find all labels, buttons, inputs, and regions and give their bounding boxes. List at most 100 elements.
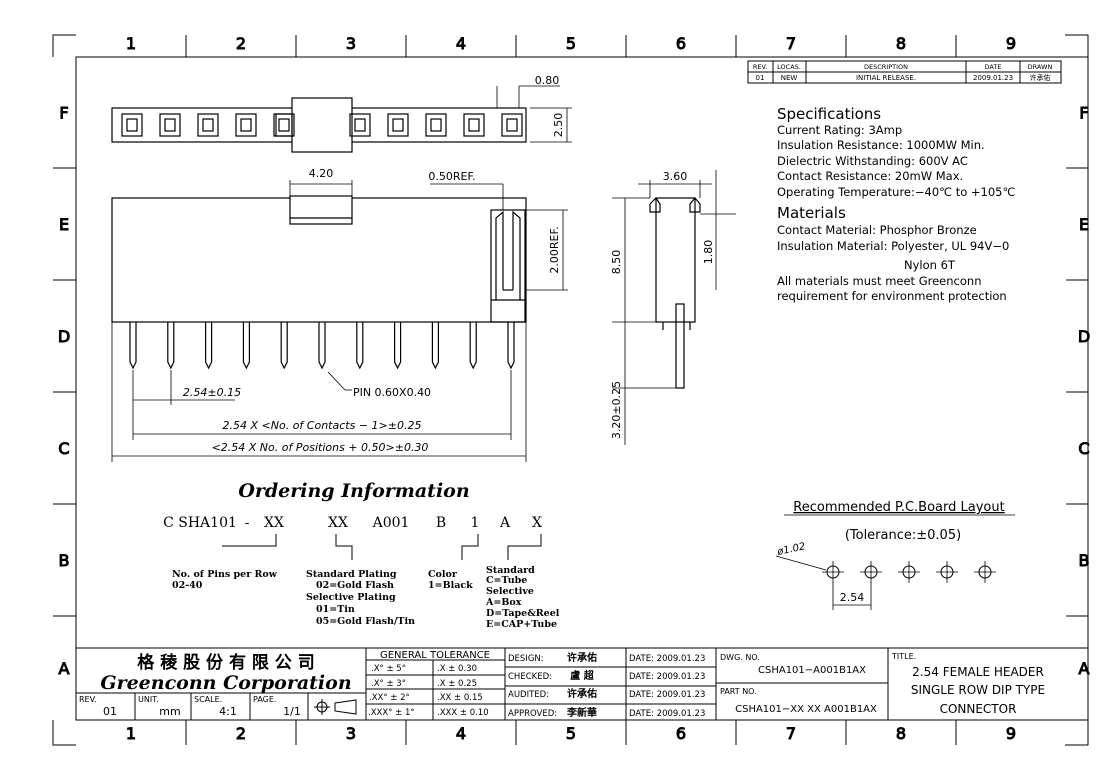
contact-pad-inner [278, 118, 290, 132]
side-view [649, 197, 701, 389]
contact-pad [501, 113, 523, 137]
contact-pad [273, 113, 295, 137]
spec-line: Current Rating: 3Amp [777, 123, 902, 137]
part-code: 1 [471, 515, 480, 531]
zone-row-label: E [59, 215, 69, 234]
signer-name: 许承佑 [567, 651, 597, 664]
dwg-no-value: CSHA101−A001B1AX [758, 665, 866, 676]
front-view-pins [129, 322, 515, 370]
zone-column-label: 3 [346, 34, 356, 53]
contact-pad-inner [240, 118, 252, 132]
zone-column-label: 1 [126, 34, 136, 53]
scale-label: SCALE. [194, 695, 222, 704]
pin-tail [280, 322, 288, 370]
pcb-layout-title: Recommended P.C.Board Layout [793, 500, 1004, 515]
pin-tail [469, 322, 477, 370]
part-code: B [436, 515, 446, 531]
sign-date: DATE: 2009.01.23 [629, 709, 705, 719]
page-value: 1/1 [283, 705, 301, 718]
part-code: XX [328, 515, 348, 531]
part-code: XX [264, 515, 284, 531]
description-header: DESCRIPTION [864, 63, 908, 71]
role-label: AUDITED: [508, 690, 549, 700]
contact-pad [235, 113, 257, 137]
order-note: A=Box [485, 597, 522, 608]
contact-pad-inner [126, 118, 138, 132]
part-code: A [499, 515, 511, 531]
order-note: D=Tape&Reel [486, 608, 560, 619]
drawn-header: DRAWN [1028, 63, 1053, 71]
ordering-information: Ordering Information C SHA101 - XX XX A0… [163, 480, 560, 630]
part-code: C SHA101 [163, 515, 237, 531]
order-note: 01=Tin [316, 604, 355, 615]
description-value: INITIAL RELEASE. [856, 74, 916, 82]
pin-tail [167, 322, 175, 370]
rev-label: REV. [79, 695, 97, 704]
tolerance-angle: .XXX° ± 1° [368, 708, 415, 718]
date-header: DATE [985, 63, 1002, 71]
contact-pad [349, 113, 371, 137]
pin-tail [205, 322, 213, 370]
zone-column-label: 9 [1006, 34, 1016, 53]
zone-row-label: F [59, 104, 68, 123]
part-code: - [245, 515, 250, 531]
sign-date: DATE: 2009.01.23 [629, 654, 705, 664]
dim-ref-050: 0.50REF. [428, 170, 475, 183]
contact-pad-inner [468, 118, 480, 132]
zone-column-label: 2 [236, 724, 246, 743]
zone-column-label: 7 [786, 724, 796, 743]
zone-row-label: A [1079, 659, 1090, 678]
contact-pad-inner [354, 118, 366, 132]
order-note: Standard [486, 565, 535, 576]
title-block [76, 647, 1088, 720]
specifications-heading: Specifications [777, 105, 881, 123]
pcb-hole-size: ø1.02 [775, 541, 806, 558]
specifications: Specifications Current Rating: 3Amp Insu… [777, 105, 1015, 303]
zone-column-label: 2 [236, 34, 246, 53]
zone-column-label: 4 [456, 34, 466, 53]
top-dims [496, 85, 572, 143]
material-line: Insulation Material: Polyester, UL 94V−0 [777, 239, 1009, 253]
drawing-title-line: CONNECTOR [940, 702, 1017, 716]
tolerance-linear: .XX ± 0.15 [437, 693, 483, 703]
zone-column-label: 7 [786, 34, 796, 53]
contact-pad-inner [430, 118, 442, 132]
rev-header: REV. [753, 63, 767, 71]
order-note: C=Tube [486, 575, 527, 586]
spec-line: Dielectric Withstanding: 600V AC [777, 154, 968, 168]
zone-row-label: C [58, 439, 69, 458]
zone-row-label: C [1078, 439, 1089, 458]
zone-row-label: E [1079, 215, 1089, 234]
tolerance-title: GENERAL TOLERANCE [380, 650, 490, 661]
zone-column-label: 1 [126, 724, 136, 743]
page-label: PAGE. [253, 695, 276, 704]
zone-column-label: 6 [676, 724, 686, 743]
material-line: requirement for environment protection [777, 289, 1007, 303]
dim-ref-200: 2.00REF. [548, 226, 561, 273]
tolerance-linear: .X ± 0.25 [437, 679, 477, 689]
part-no-label: PART NO. [720, 687, 757, 696]
order-note: No. of Pins per Row [172, 569, 278, 580]
pin-tail [129, 322, 137, 370]
locas-value: NEW [781, 74, 798, 82]
zone-column-label: 6 [676, 34, 686, 53]
pin-tail [507, 322, 515, 370]
zone-row-label: B [1079, 551, 1090, 570]
contact-pad-inner [392, 118, 404, 132]
role-label: CHECKED: [508, 672, 552, 682]
dim-contacts-formula: 2.54 X <No. of Contacts − 1>±0.25 [223, 419, 422, 432]
part-no-value: CSHA101−XX XX A001B1AX [735, 704, 877, 715]
part-code: X [532, 515, 542, 531]
dim-side-height: 8.50 [610, 250, 623, 275]
pcb-tolerance: (Tolerance:±0.05) [845, 528, 961, 543]
drawn-value: 许承佑 [1030, 73, 1051, 82]
dim-tail-length: 3.20±0.25 [610, 381, 623, 439]
dim-latch-width: 4.20 [309, 167, 334, 180]
pin-tail [318, 322, 326, 370]
contact-pad [387, 113, 409, 137]
order-note: 02=Gold Flash [316, 580, 394, 591]
spec-line: Contact Resistance: 20mW Max. [777, 169, 963, 183]
signer-name: 许承佑 [567, 687, 597, 700]
order-note: 05=Gold Flash/Tin [316, 616, 415, 627]
